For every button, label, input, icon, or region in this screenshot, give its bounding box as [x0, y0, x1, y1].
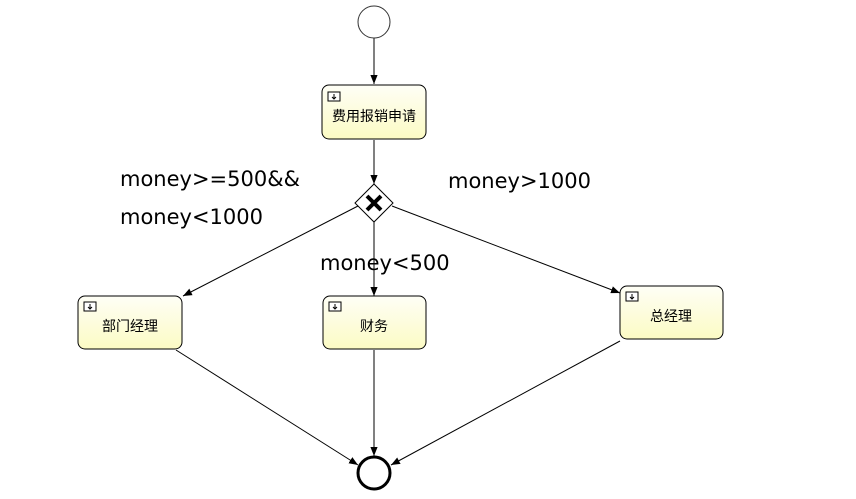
- task-dept-manager-label: 部门经理: [102, 319, 158, 335]
- flow-general-manager-to-end[interactable]: [390, 340, 621, 466]
- task-apply[interactable]: 费用报销申请: [321, 84, 427, 140]
- user-task-icon: [328, 301, 342, 312]
- condition-low: money<500: [320, 251, 450, 275]
- user-task-icon: [83, 301, 97, 312]
- condition-mid-line2: money<1000: [120, 205, 263, 229]
- task-dept-manager[interactable]: 部门经理: [77, 295, 183, 350]
- flow-dept-manager-to-end[interactable]: [175, 349, 359, 466]
- task-general-manager[interactable]: 总经理: [619, 285, 724, 340]
- start-event[interactable]: [357, 5, 391, 39]
- flow-gateway-to-general-manager[interactable]: [391, 205, 621, 294]
- condition-mid-line1: money>=500&&: [120, 167, 300, 191]
- task-finance-label: 财务: [360, 319, 388, 335]
- task-general-manager-label: 总经理: [650, 309, 692, 325]
- user-task-icon: [625, 291, 639, 302]
- gateway-x-icon: [365, 194, 383, 212]
- task-finance[interactable]: 财务: [322, 295, 427, 350]
- user-task-icon: [327, 91, 341, 102]
- flow-gateway-to-dept-manager[interactable]: [182, 205, 359, 297]
- exclusive-gateway[interactable]: [354, 183, 394, 223]
- end-event[interactable]: [356, 455, 392, 491]
- task-apply-label: 费用报销申请: [332, 109, 416, 125]
- condition-high: money>1000: [448, 169, 591, 193]
